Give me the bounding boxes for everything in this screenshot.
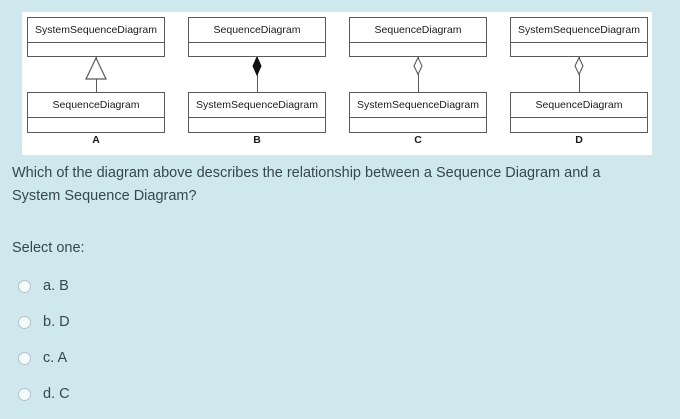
uml-class-name: SystemSequenceDiagram [350,93,486,118]
aggregation-hollow-diamond-icon [574,57,584,76]
generalization-triangle-icon [85,57,107,80]
radio-button-icon[interactable] [18,351,31,365]
answer-option-label: a. B [43,278,69,294]
aggregation-hollow-diamond-icon [413,57,423,76]
uml-panel-label: D [575,134,583,146]
uml-class-box-bottom: SystemSequenceDiagram [188,92,326,133]
uml-diagram-figure: SystemSequenceDiagram SequenceDiagram A … [22,12,652,155]
uml-panel-label: B [253,134,261,146]
radio-button-icon[interactable] [18,279,31,293]
uml-panel-label: C [414,134,422,146]
uml-class-box-bottom: SequenceDiagram [510,92,648,133]
composition-filled-diamond-icon [252,57,262,76]
uml-class-box-top: SequenceDiagram [188,17,326,57]
uml-option-panel-a: SystemSequenceDiagram SequenceDiagram A [27,12,167,155]
uml-relationship-connector [510,57,648,92]
uml-class-name: SystemSequenceDiagram [28,18,164,43]
answer-option-label: d. C [43,386,70,402]
answer-option-a[interactable]: a. B [18,268,418,304]
uml-class-box-bottom: SystemSequenceDiagram [349,92,487,133]
answer-option-c[interactable]: c. A [18,340,418,376]
uml-class-box-top: SequenceDiagram [349,17,487,57]
uml-panel-label: A [92,134,100,146]
uml-option-panel-b: SequenceDiagram SystemSequenceDiagram B [188,12,328,155]
uml-class-box-top: SystemSequenceDiagram [510,17,648,57]
uml-option-panel-c: SequenceDiagram SystemSequenceDiagram C [349,12,489,155]
question-text: Which of the diagram above describes the… [12,165,601,204]
uml-option-panel-d: SystemSequenceDiagram SequenceDiagram D [510,12,650,155]
uml-relationship-connector [27,57,165,92]
uml-relationship-connector [188,57,326,92]
uml-class-name: SystemSequenceDiagram [511,18,647,43]
select-one-label: Select one: [12,240,85,256]
answer-option-d[interactable]: d. C [18,376,418,412]
uml-class-box-top: SystemSequenceDiagram [27,17,165,57]
uml-class-name: SystemSequenceDiagram [189,93,325,118]
uml-class-box-bottom: SequenceDiagram [27,92,165,133]
answer-option-b[interactable]: b. D [18,304,418,340]
answer-option-label: b. D [43,314,70,330]
uml-class-name: SequenceDiagram [189,18,325,43]
answer-option-label: c. A [43,350,68,366]
radio-button-icon[interactable] [18,387,31,401]
uml-class-name: SequenceDiagram [511,93,647,118]
uml-relationship-connector [349,57,487,92]
radio-button-icon[interactable] [18,315,31,329]
answer-options-list: a. B b. D c. A d. C [18,268,418,412]
uml-class-name: SequenceDiagram [28,93,164,118]
uml-class-name: SequenceDiagram [350,18,486,43]
